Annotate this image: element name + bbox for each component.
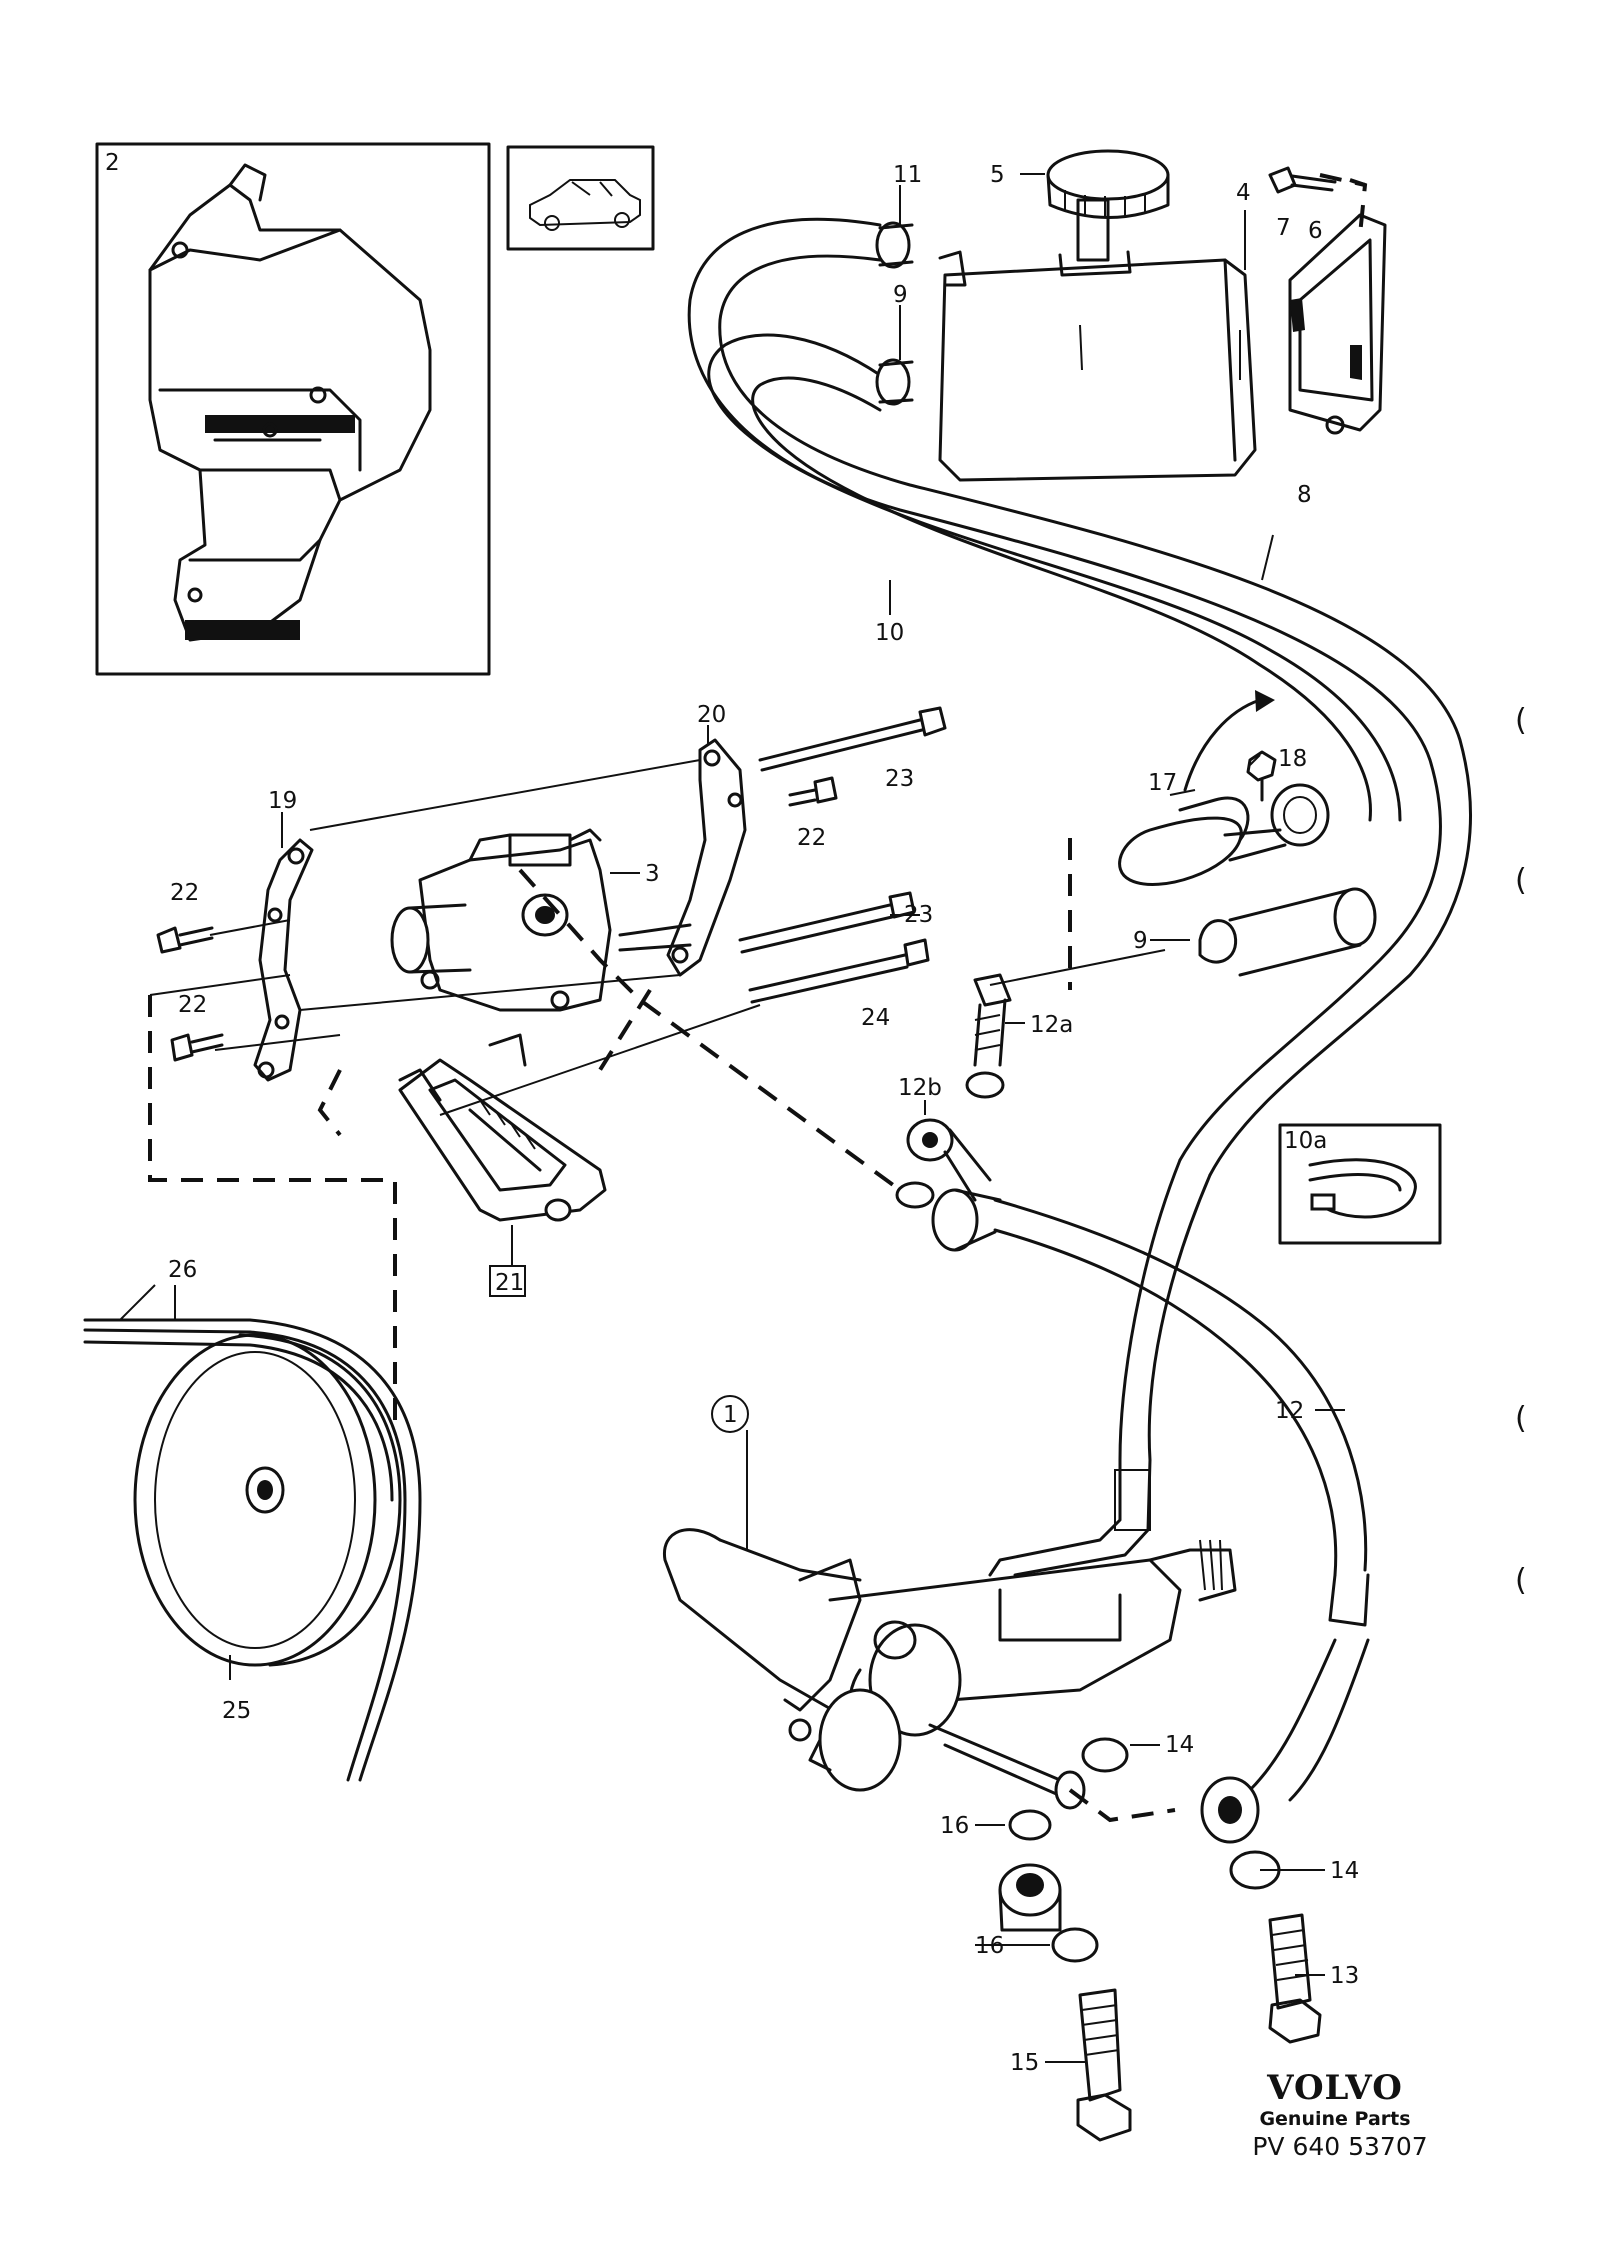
hose-clamp-9-lower [1198, 887, 1377, 977]
margin-mark: ( [1515, 863, 1527, 898]
banjo-bolt-15 [1076, 1988, 1132, 2142]
callout-4: 4 [1236, 180, 1251, 206]
callout-19: 19 [268, 788, 297, 814]
callout-14-upper: 14 [1165, 1732, 1194, 1758]
callout-leaders [119, 173, 1345, 2063]
hose-clip-17 [1118, 690, 1330, 886]
callout-21-box [489, 1265, 526, 1297]
hose-return-8 [687, 217, 1472, 1177]
margin-marks: ( ( ( ( [1515, 703, 1527, 1598]
callout-23-lower: 23 [904, 902, 933, 928]
callout-12a: 12a [1030, 1012, 1073, 1038]
callout-10a: 10a [1284, 1128, 1327, 1154]
inset-box-bracket [95, 142, 491, 676]
power-steering-pump [390, 828, 692, 1012]
bolt-23-upper [758, 706, 947, 772]
callout-5: 5 [990, 162, 1005, 188]
bolt-24 [748, 938, 930, 1004]
callout-22-left-lower: 22 [178, 992, 207, 1018]
callout-21: 21 [495, 1270, 524, 1296]
callout-26: 26 [168, 1257, 197, 1283]
callout-14-lower: 14 [1330, 1858, 1359, 1884]
callout-22-left-upper: 22 [170, 880, 199, 906]
bolt-22-left-lower [170, 1033, 224, 1062]
callout-6: 6 [1308, 218, 1323, 244]
callout-12: 12 [1275, 1398, 1304, 1424]
bolt-22-left-upper [156, 926, 214, 954]
vehicle-thumbnail [506, 145, 655, 251]
margin-mark: ( [1515, 703, 1527, 738]
pump-bracket-20 [666, 738, 747, 977]
callout-25: 25 [222, 1698, 251, 1724]
banjo-bolt-12a [973, 973, 1012, 1067]
callout-15: 15 [1010, 2050, 1039, 2076]
inset-box-clamp [1278, 1123, 1442, 1245]
callout-3: 3 [645, 861, 660, 887]
fluid-reservoir [938, 149, 1257, 482]
steering-gear [663, 1528, 1237, 1810]
seal-washer-16-upper [1008, 1809, 1052, 1841]
callout-20: 20 [697, 702, 726, 728]
margin-mark: ( [1515, 1563, 1527, 1598]
pump-pulley-25 [133, 1333, 402, 1667]
brand-logo: VOLVO [1267, 2068, 1403, 2108]
callout-22-top: 22 [797, 825, 826, 851]
callout-23-upper: 23 [885, 766, 914, 792]
callout-9-upper: 9 [893, 282, 908, 308]
pump-bracket-19 [253, 838, 314, 1082]
banjo-fitting-12b [895, 1071, 1005, 1209]
callout-12b: 12b [898, 1075, 942, 1101]
banjo-bolt-13 [1268, 1913, 1322, 2044]
callout-17: 17 [1148, 770, 1177, 796]
callout-16-upper: 16 [940, 1813, 969, 1839]
drive-belt-26 [83, 1318, 422, 1782]
callout-16-lower: 16 [975, 1933, 1004, 1959]
callout-24: 24 [861, 1005, 890, 1031]
reservoir-bracket [1288, 213, 1387, 435]
brand-subtitle: Genuine Parts [1259, 2108, 1411, 2130]
callout-10: 10 [875, 620, 904, 646]
callout-9-lower: 9 [1133, 928, 1148, 954]
pressure-hose-12 [931, 1188, 1370, 1844]
margin-mark: ( [1515, 1401, 1527, 1436]
hose-clamp-11 [875, 221, 967, 287]
bolt-23-lower [738, 891, 916, 954]
callout-1-circle [711, 1395, 749, 1433]
callout-18: 18 [1278, 746, 1307, 772]
hose-clamp-9-upper [875, 358, 914, 406]
belt-tensioner-21 [398, 1033, 607, 1222]
callout-11: 11 [893, 162, 922, 188]
callout-8: 8 [1297, 482, 1312, 508]
feed-hose-to-gear [988, 1158, 1212, 1577]
callout-labels: 2 5 11 4 7 6 9 8 10 20 17 18 23 19 22 3 … [105, 150, 1359, 2076]
seal-washer-16-lower [1051, 1927, 1099, 1963]
callout-1: 1 [723, 1402, 738, 1428]
callout-13: 13 [1330, 1963, 1359, 1989]
assembly-guides [148, 173, 1366, 1823]
callout-7: 7 [1276, 215, 1291, 241]
hose-feed-10 [707, 333, 1402, 822]
callout-2: 2 [105, 150, 120, 176]
bolt-22-top [788, 776, 838, 807]
union-nut [998, 1863, 1062, 1932]
diagram-code: PV 640 53707 [1252, 2132, 1428, 2161]
